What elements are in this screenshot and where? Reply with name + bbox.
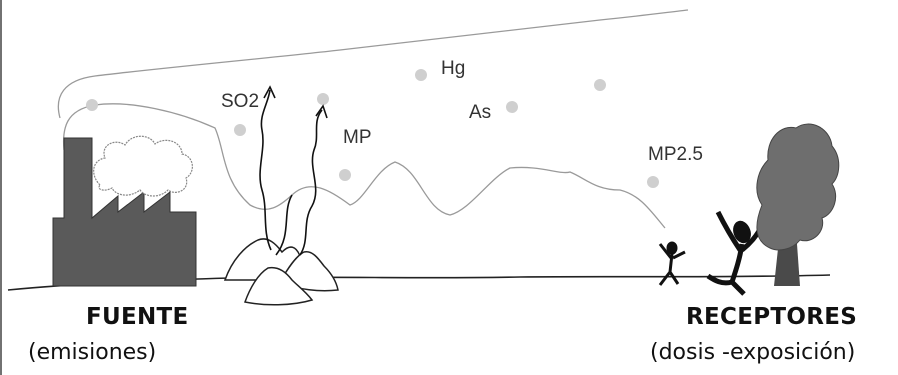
emission-arrow-inner <box>276 195 292 255</box>
particle-dot <box>506 101 518 113</box>
emission-arrow-mp <box>300 110 322 255</box>
emission-arrow-so2 <box>260 90 271 250</box>
label-mp: MP <box>343 127 372 148</box>
particle-dot <box>234 124 246 136</box>
source-subtitle: (emisiones) <box>28 340 156 365</box>
large-person-icon <box>708 212 764 294</box>
label-mp25: MP2.5 <box>648 144 703 165</box>
tree-crown <box>757 124 839 250</box>
particle-dot <box>647 176 659 188</box>
particle-dot <box>594 79 606 91</box>
particle-dot <box>339 169 351 181</box>
source-title: FUENTE <box>86 304 189 330</box>
label-so2: SO2 <box>221 91 259 112</box>
receptors-title: RECEPTORES <box>686 304 857 330</box>
particle-dot <box>415 69 427 81</box>
volcano-icon <box>225 239 338 305</box>
receptors-subtitle: (dosis -exposición) <box>650 340 855 365</box>
particle-dot <box>317 93 329 105</box>
emission-arrows <box>260 87 327 255</box>
particle-dot <box>86 99 98 111</box>
small-person-icon <box>660 242 685 285</box>
label-hg: Hg <box>441 58 465 79</box>
tree-icon <box>757 124 839 286</box>
smoke-cloud-icon <box>94 136 193 196</box>
label-as: As <box>469 102 491 123</box>
